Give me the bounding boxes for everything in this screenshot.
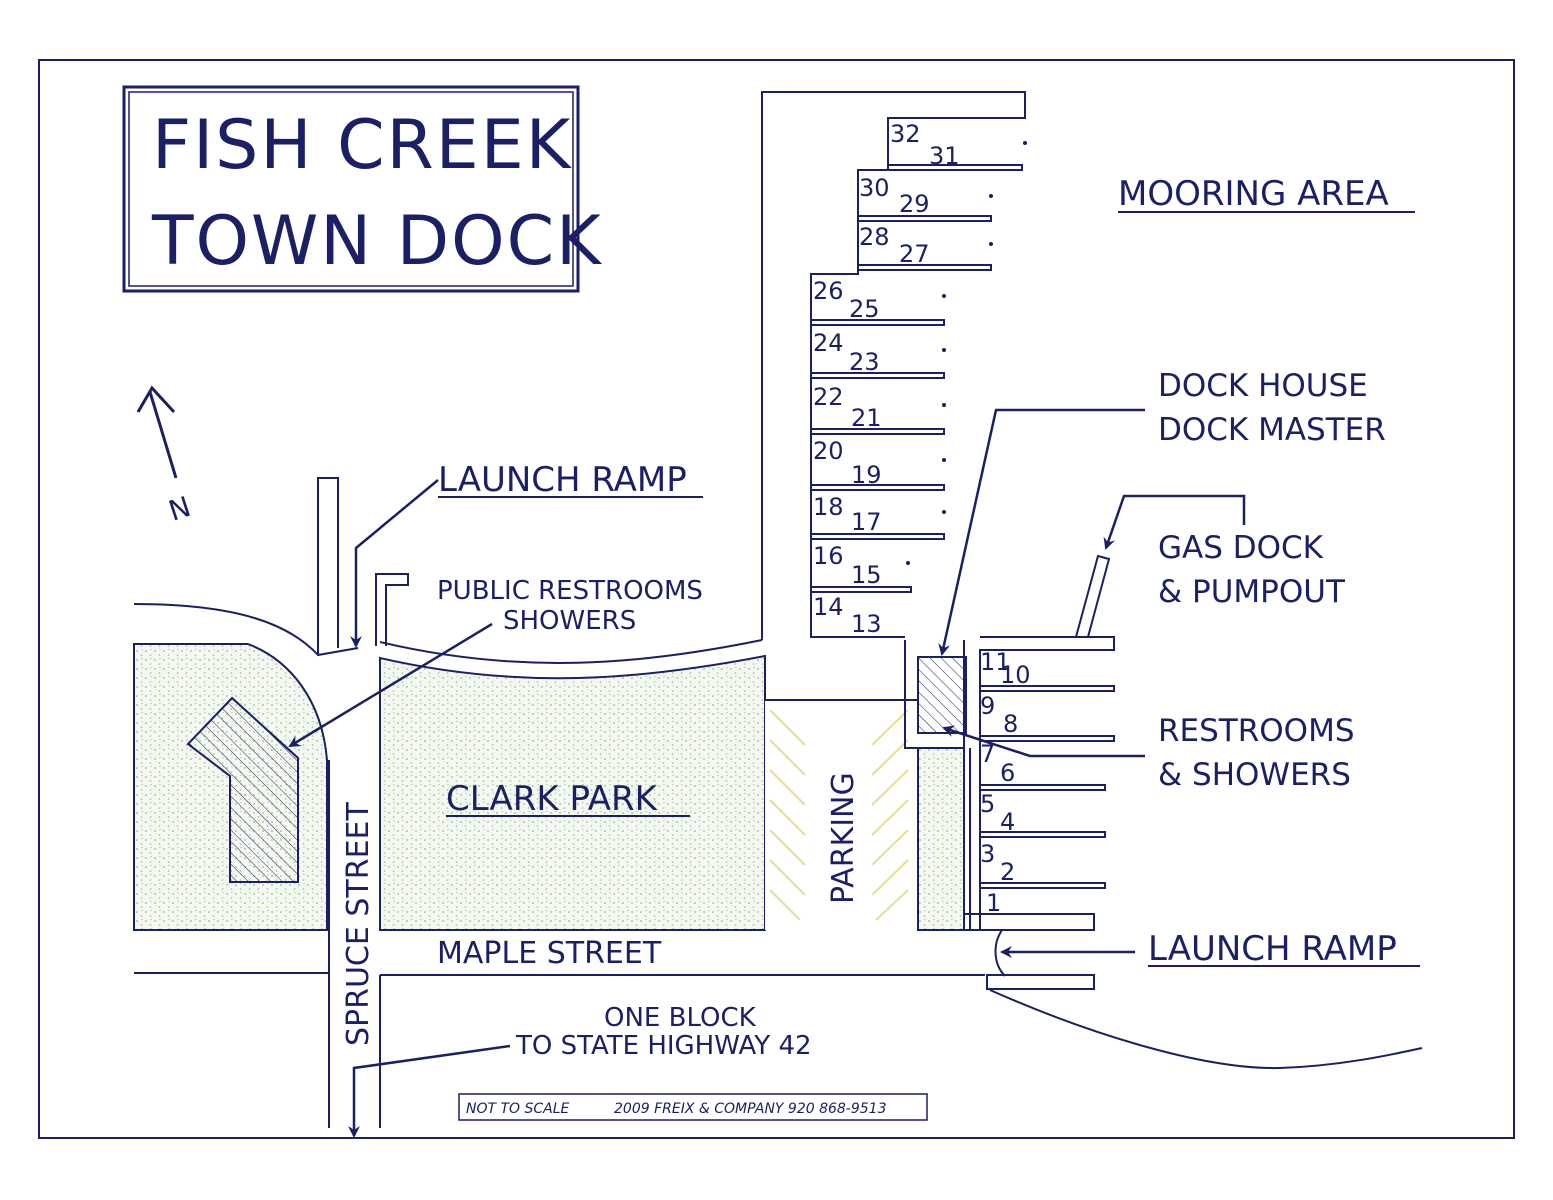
parking-lot xyxy=(765,699,917,930)
slip-23: 23 xyxy=(849,348,880,376)
shoreline-west-road-edge xyxy=(133,603,359,657)
slip-6: 6 xyxy=(1000,759,1015,787)
credit-label: 2009 FREIX & COMPANY 920 868-9513 xyxy=(614,1101,887,1117)
slip-30: 30 xyxy=(859,174,890,202)
slip-25: 25 xyxy=(849,295,880,323)
slip-numbers: 32 31 30 29 28 27 26 25 24 23 22 21 20 1… xyxy=(813,120,1031,917)
launch-ramp-north-leader xyxy=(350,479,439,648)
slip-22: 22 xyxy=(813,383,844,411)
shoreline-north xyxy=(379,639,763,664)
gas-dock-leader xyxy=(1103,494,1246,550)
slip-3: 3 xyxy=(980,840,995,868)
north-small-pier xyxy=(375,573,409,646)
south-dock-spine xyxy=(979,636,1115,930)
slip-5: 5 xyxy=(980,790,995,818)
maple-street-label: MAPLE STREET xyxy=(437,936,662,971)
slip-32: 32 xyxy=(890,120,921,148)
slip-28: 28 xyxy=(859,223,890,251)
one-block-label: ONE BLOCK xyxy=(604,1003,757,1033)
spruce-street-label: SPRUCE STREET xyxy=(341,802,376,1046)
slip-4: 4 xyxy=(1000,808,1015,836)
public-showers-label: SHOWERS xyxy=(503,606,636,636)
pumpout-label: & PUMPOUT xyxy=(1158,574,1346,610)
north-finger-piers xyxy=(811,164,1023,593)
slip-19: 19 xyxy=(851,461,882,489)
clark-park-label: CLARK PARK xyxy=(446,779,659,819)
slip-20: 20 xyxy=(813,437,844,465)
south-finger-piers xyxy=(964,685,1115,931)
north-launch-ramp xyxy=(317,477,339,655)
title-box: FISH CREEK TOWN DOCK xyxy=(122,85,603,293)
parking-label: PARKING xyxy=(826,772,861,904)
slip-13: 13 xyxy=(851,610,882,638)
slip-18: 18 xyxy=(813,493,844,521)
public-restrooms-label: PUBLIC RESTROOMS xyxy=(437,576,703,606)
slip-16: 16 xyxy=(813,542,844,570)
slip-24: 24 xyxy=(813,329,844,357)
slip-11: 11 xyxy=(980,648,1011,676)
restrooms-leader xyxy=(942,725,1145,758)
dock-green-strip xyxy=(917,747,965,931)
highway-leader xyxy=(348,1044,511,1138)
gas-dock xyxy=(1075,554,1111,638)
public-restroom-building xyxy=(186,696,299,883)
slip-1: 1 xyxy=(986,889,1001,917)
not-to-scale-label: NOT TO SCALE xyxy=(466,1101,570,1117)
main-north-pier xyxy=(761,91,1026,640)
slip-21: 21 xyxy=(851,404,882,432)
slip-29: 29 xyxy=(899,190,930,218)
dock-house-building xyxy=(917,656,967,734)
dock-house-leader xyxy=(938,408,1145,656)
restrooms-label: RESTROOMS xyxy=(1158,713,1355,749)
clark-park xyxy=(379,654,766,931)
slip-8: 8 xyxy=(1003,710,1018,738)
mooring-area-label: MOORING AREA xyxy=(1118,174,1389,214)
slip-7: 7 xyxy=(980,740,995,768)
north-letter: N xyxy=(165,490,195,528)
slip-26: 26 xyxy=(813,277,844,305)
launch-ramp-south-label: LAUNCH RAMP xyxy=(1148,929,1397,969)
parking-stripes-east xyxy=(871,709,909,921)
credit-box: NOT TO SCALE 2009 FREIX & COMPANY 920 86… xyxy=(458,1093,928,1121)
slip-17: 17 xyxy=(851,508,882,536)
slip-2: 2 xyxy=(1000,858,1015,886)
mooring-buoys xyxy=(906,141,1027,565)
title-line-2: TOWN DOCK xyxy=(151,202,603,281)
public-restrooms-leader xyxy=(288,622,493,748)
title-line-1: FISH CREEK xyxy=(152,106,573,185)
restrooms-showers-label: & SHOWERS xyxy=(1158,757,1351,793)
dock-master-label: DOCK MASTER xyxy=(1158,412,1386,448)
slip-9: 9 xyxy=(980,692,995,720)
slip-14: 14 xyxy=(813,593,844,621)
slip-31: 31 xyxy=(929,142,960,170)
south-shoreline xyxy=(989,989,1423,1070)
gas-dock-label: GAS DOCK xyxy=(1158,530,1324,566)
map-border xyxy=(38,59,1515,1139)
south-launch-ramp xyxy=(994,929,1006,977)
south-pier xyxy=(986,974,1095,990)
dock-house-label: DOCK HOUSE xyxy=(1158,368,1368,404)
slip-15: 15 xyxy=(851,561,882,589)
slip-10: 10 xyxy=(1000,661,1031,689)
north-arrow-icon: N xyxy=(136,385,195,528)
parking-stripes-west xyxy=(769,709,806,921)
launch-ramp-north-label: LAUNCH RAMP xyxy=(438,460,687,500)
slip-27: 27 xyxy=(899,240,930,268)
state-highway-label: TO STATE HIGHWAY 42 xyxy=(515,1031,812,1061)
